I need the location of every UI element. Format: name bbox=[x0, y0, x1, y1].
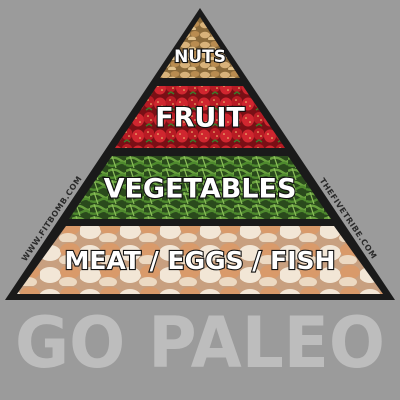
tier-meat-band bbox=[17, 226, 383, 294]
tier-label-nuts: NUTS bbox=[174, 47, 226, 67]
footer-title: GO PALEO bbox=[15, 302, 385, 384]
tier-fruit-band bbox=[115, 86, 285, 148]
tier-label-fruit: FRUIT bbox=[155, 103, 245, 134]
tier-label-vegetables: VEGETABLES bbox=[104, 174, 297, 205]
tier-nuts-band bbox=[160, 17, 240, 78]
tier-vegetables-band bbox=[69, 156, 331, 219]
tier-label-meat-eggs-fish: MEAT / EGGS / FISH bbox=[65, 246, 336, 275]
